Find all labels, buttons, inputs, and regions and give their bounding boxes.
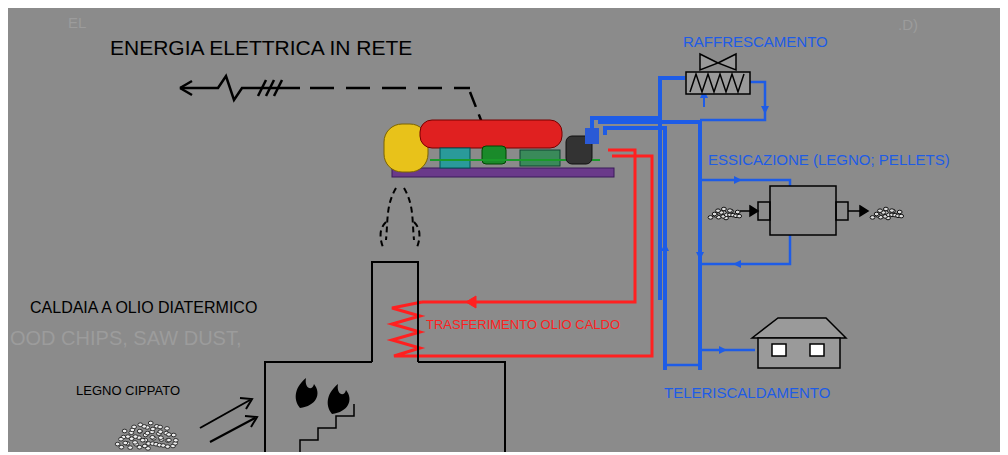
hot-oil-circuit xyxy=(392,150,652,356)
dryer-symbol xyxy=(740,186,868,235)
orc-unit xyxy=(384,120,614,177)
wood-chips xyxy=(115,421,178,450)
drying-label: ESSICAZIONE (LEGNO; PELLETS) xyxy=(708,151,950,168)
hot-oil-label: TRASFERIMENTO OLIO CALDO xyxy=(426,318,620,333)
feed-arrows xyxy=(200,398,257,442)
grid-power-label: ENERGIA ELETTRICA IN RETE xyxy=(110,36,412,60)
wood-piles xyxy=(708,207,904,220)
cooling-circuit xyxy=(592,78,790,370)
wood-chip-label: LEGNO CIPPATO xyxy=(76,384,180,399)
flames xyxy=(296,378,350,414)
cooling-label: RAFFRESCAMENTO xyxy=(683,33,828,50)
watermark-text: OOD CHIPS, SAW DUST, xyxy=(10,327,242,350)
watermark-text: .D) xyxy=(898,16,918,33)
house-symbol xyxy=(752,318,846,368)
cooler-symbol xyxy=(686,54,750,94)
district-heating-label: TELERISCALDAMENTO xyxy=(664,384,830,401)
grey-ground xyxy=(8,8,1000,452)
boiler-label: CALDAIA A OLIO DIATERMICO xyxy=(30,299,257,317)
watermark-text: EL xyxy=(68,14,86,31)
